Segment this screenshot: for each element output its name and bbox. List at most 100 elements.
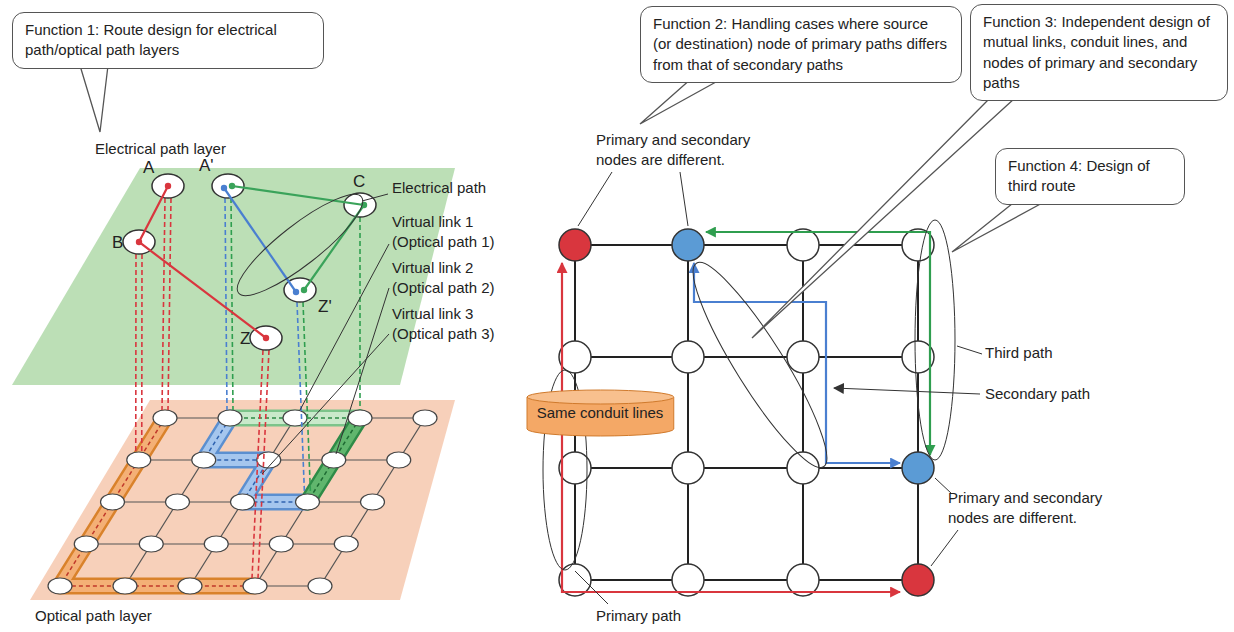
network-node (559, 341, 591, 373)
path-label: Secondary path (985, 384, 1090, 404)
optical-path-2 (308, 418, 361, 502)
layer-name: Optical path layer (35, 606, 152, 626)
node-letter: Z' (318, 296, 332, 318)
projection-line (231, 198, 233, 410)
virtual-link-label: Virtual link 1 (Optical path 1) (392, 212, 510, 251)
network-node (672, 341, 704, 373)
electrical-layer-plane (12, 168, 455, 385)
optical-node (192, 452, 216, 468)
optical-node (178, 578, 202, 594)
layer-name: Electrical path layer (95, 139, 226, 159)
electrical-path (232, 186, 364, 290)
grid-link (575, 579, 918, 581)
leader-line (931, 530, 958, 566)
node-letter: A' (199, 155, 214, 177)
function-callout: Function 1: Route design for electrical … (12, 12, 324, 69)
node-letter: A (143, 157, 154, 179)
projection-line (141, 254, 143, 452)
path-endpoint (165, 183, 171, 189)
grid-link (575, 244, 918, 246)
callout-tail (640, 80, 720, 124)
optical-layer-plane (30, 400, 455, 600)
path-endpoint (293, 289, 299, 295)
callout-tail (80, 66, 108, 133)
leader-lines (262, 172, 982, 604)
grid-link (802, 245, 804, 580)
optical-node (348, 410, 372, 426)
electrical-path (224, 188, 296, 292)
callout-tail (952, 202, 1045, 253)
leader-line (262, 334, 389, 474)
optical-node (308, 578, 332, 594)
conduit-cylinder: Same conduit lines (527, 390, 674, 436)
projection-line (258, 350, 269, 578)
electrical-path (139, 186, 266, 338)
node-note: Primary and secondary nodes are differen… (596, 130, 771, 169)
third-path (706, 232, 930, 455)
optical-node (257, 452, 281, 468)
optical-node (166, 494, 190, 510)
optical-path-orange (60, 418, 255, 586)
network-node (787, 452, 819, 484)
path-endpoint (301, 287, 307, 293)
node-letter: Z (240, 328, 250, 350)
virtual-link-label: Virtual link 2 (Optical path 2) (392, 258, 510, 297)
network-node (787, 341, 819, 373)
primary-end-node (559, 229, 591, 261)
optical-node (139, 536, 163, 552)
optical-node (113, 578, 137, 594)
optical-node (413, 410, 437, 426)
path-endpoint (263, 335, 269, 341)
projection-line (162, 198, 165, 410)
node-letter: B (112, 232, 123, 254)
path-label: Electrical path (392, 178, 486, 198)
grid-link (687, 245, 689, 580)
secondary-end-node (672, 229, 704, 261)
optical-node (296, 494, 320, 510)
node-text: Function 2: Handling cases where source … (653, 14, 949, 75)
callout-tails (80, 66, 1045, 339)
optical-node (218, 410, 242, 426)
node-note: Primary and secondary nodes are differen… (948, 488, 1123, 527)
third-path-marker (915, 220, 955, 460)
optical-node (204, 536, 228, 552)
optical-node (231, 494, 255, 510)
path-label: Primary path (596, 606, 681, 626)
optical-node (48, 578, 72, 594)
path-endpoint (136, 239, 142, 245)
node-text: Same conduit lines (537, 403, 664, 423)
optical-node (243, 578, 267, 594)
leader-arrow (834, 388, 980, 394)
node-text: Function 1: Route design for electrical … (25, 20, 311, 61)
optical-node (269, 536, 293, 552)
grid-link (575, 356, 918, 358)
network-node (672, 452, 704, 484)
projection-line (225, 198, 227, 410)
left-illustration (12, 168, 455, 600)
optical-node (322, 452, 346, 468)
optical-node (334, 536, 358, 552)
projection-line (252, 350, 263, 578)
callout-tail (752, 98, 1015, 338)
network-node (787, 229, 819, 261)
optical-node (361, 494, 385, 510)
node-text: Function 3: Independent design of mutual… (983, 12, 1215, 93)
secondary-path-marker (676, 251, 844, 480)
leader-line (578, 172, 612, 226)
optical-node (101, 494, 125, 510)
leader-line (300, 244, 389, 410)
leader-line (336, 288, 389, 454)
grid-link (575, 467, 918, 469)
optical-node (283, 410, 307, 426)
path-label: Third path (985, 343, 1053, 363)
optical-node (74, 536, 98, 552)
network-node (559, 452, 591, 484)
virtual-link-label: Virtual link 3 (Optical path 3) (392, 304, 510, 343)
function-callout: Function 2: Handling cases where source … (640, 6, 962, 83)
path-endpoint (229, 183, 235, 189)
electrical-path-marker (226, 181, 374, 309)
optical-node (153, 410, 177, 426)
electrical-node (152, 174, 184, 198)
primary-end-node (902, 564, 934, 596)
